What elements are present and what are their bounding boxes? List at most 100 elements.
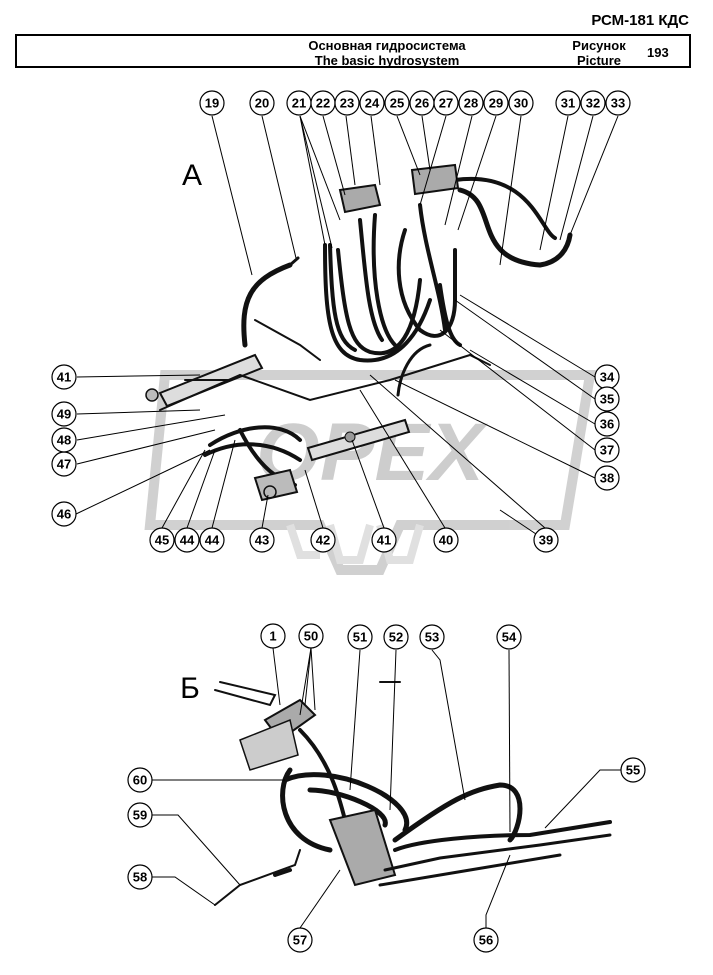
title-english: The basic hydrosystem (314, 53, 460, 68)
svg-text:52: 52 (389, 630, 403, 645)
callout-56: 56 (473, 927, 499, 953)
callout-21: 21 (286, 90, 312, 116)
svg-text:54: 54 (502, 630, 517, 645)
callout-54: 54 (496, 624, 522, 650)
svg-text:31: 31 (561, 96, 575, 111)
callout-34: 34 (594, 364, 620, 390)
svg-text:44: 44 (205, 533, 220, 548)
svg-text:57: 57 (293, 933, 307, 948)
section-a-drawing (145, 163, 573, 502)
svg-text:29: 29 (489, 96, 503, 111)
callout-19: 19 (199, 90, 225, 116)
callout-47: 47 (51, 451, 77, 477)
svg-text:43: 43 (255, 533, 269, 548)
callout-40: 40 (433, 527, 459, 553)
svg-text:46: 46 (57, 507, 71, 522)
svg-text:47: 47 (57, 457, 71, 472)
callout-46: 46 (51, 501, 77, 527)
callout-27: 27 (433, 90, 459, 116)
svg-text:23: 23 (340, 96, 354, 111)
callout-37: 37 (594, 437, 620, 463)
callout-23: 23 (334, 90, 360, 116)
callout-58: 58 (127, 864, 153, 890)
svg-text:41: 41 (377, 533, 391, 548)
section-b-leaders (152, 647, 621, 929)
svg-text:60: 60 (133, 773, 147, 788)
svg-text:55: 55 (626, 763, 640, 778)
svg-text:53: 53 (425, 630, 439, 645)
section-b-drawing (214, 681, 612, 906)
svg-text:22: 22 (316, 96, 330, 111)
svg-text:42: 42 (316, 533, 330, 548)
picture-label-russian: Рисунок (572, 38, 626, 53)
section-a-label: А (182, 159, 202, 192)
callout-28: 28 (458, 90, 484, 116)
svg-text:39: 39 (539, 533, 553, 548)
callout-44-b: 44 (199, 527, 225, 553)
callout-51: 51 (347, 624, 373, 650)
svg-text:21: 21 (292, 96, 306, 111)
svg-text:41: 41 (57, 370, 71, 385)
callout-49: 49 (51, 401, 77, 427)
callout-22: 22 (310, 90, 336, 116)
svg-text:38: 38 (600, 471, 614, 486)
svg-text:36: 36 (600, 417, 614, 432)
svg-text:25: 25 (390, 96, 404, 111)
title-russian: Основная гидросистема (308, 38, 466, 53)
svg-text:28: 28 (464, 96, 478, 111)
svg-text:50: 50 (304, 629, 318, 644)
callout-59: 59 (127, 802, 153, 828)
callout-60: 60 (127, 767, 153, 793)
callout-20: 20 (249, 90, 275, 116)
callouts-section-a: 19 20 21 22 23 24 25 26 27 28 29 30 31 3… (51, 90, 631, 553)
section-a-leaders (75, 115, 619, 541)
callout-35: 35 (594, 386, 620, 412)
callout-26: 26 (409, 90, 435, 116)
svg-text:48: 48 (57, 433, 71, 448)
callout-24: 24 (359, 90, 385, 116)
callout-41-bottom: 41 (371, 527, 397, 553)
svg-text:56: 56 (479, 933, 493, 948)
callout-1: 1 (260, 623, 286, 649)
callout-36: 36 (594, 411, 620, 437)
picture-label-english: Picture (576, 53, 622, 68)
svg-text:35: 35 (600, 392, 614, 407)
svg-text:27: 27 (439, 96, 453, 111)
svg-text:24: 24 (365, 96, 380, 111)
svg-text:20: 20 (255, 96, 269, 111)
callout-25: 25 (384, 90, 410, 116)
callout-57: 57 (287, 927, 313, 953)
callout-30: 30 (508, 90, 534, 116)
callout-53: 53 (419, 624, 445, 650)
callout-50: 50 (298, 623, 324, 649)
callout-42: 42 (310, 527, 336, 553)
svg-text:19: 19 (205, 96, 219, 111)
callout-55: 55 (620, 757, 646, 783)
callout-45: 45 (149, 527, 175, 553)
svg-text:40: 40 (439, 533, 453, 548)
svg-text:51: 51 (353, 630, 367, 645)
callout-39: 39 (533, 527, 559, 553)
svg-text:58: 58 (133, 870, 147, 885)
callout-52: 52 (383, 624, 409, 650)
svg-text:37: 37 (600, 443, 614, 458)
callout-32: 32 (580, 90, 606, 116)
svg-text:45: 45 (155, 533, 169, 548)
callout-41-left: 41 (51, 364, 77, 390)
callout-43: 43 (249, 527, 275, 553)
svg-text:32: 32 (586, 96, 600, 111)
document-code: РСМ-181 КДС (591, 12, 689, 29)
svg-text:59: 59 (133, 808, 147, 823)
svg-text:49: 49 (57, 407, 71, 422)
callout-33: 33 (605, 90, 631, 116)
svg-text:1: 1 (269, 629, 276, 644)
callouts-section-b: 1 50 51 52 53 54 55 56 57 58 59 60 (127, 623, 646, 953)
picture-number: 193 (647, 45, 669, 60)
svg-text:34: 34 (600, 370, 615, 385)
callout-29: 29 (483, 90, 509, 116)
svg-text:26: 26 (415, 96, 429, 111)
section-b-label: Б (180, 672, 200, 705)
callout-48: 48 (51, 427, 77, 453)
callout-31: 31 (555, 90, 581, 116)
